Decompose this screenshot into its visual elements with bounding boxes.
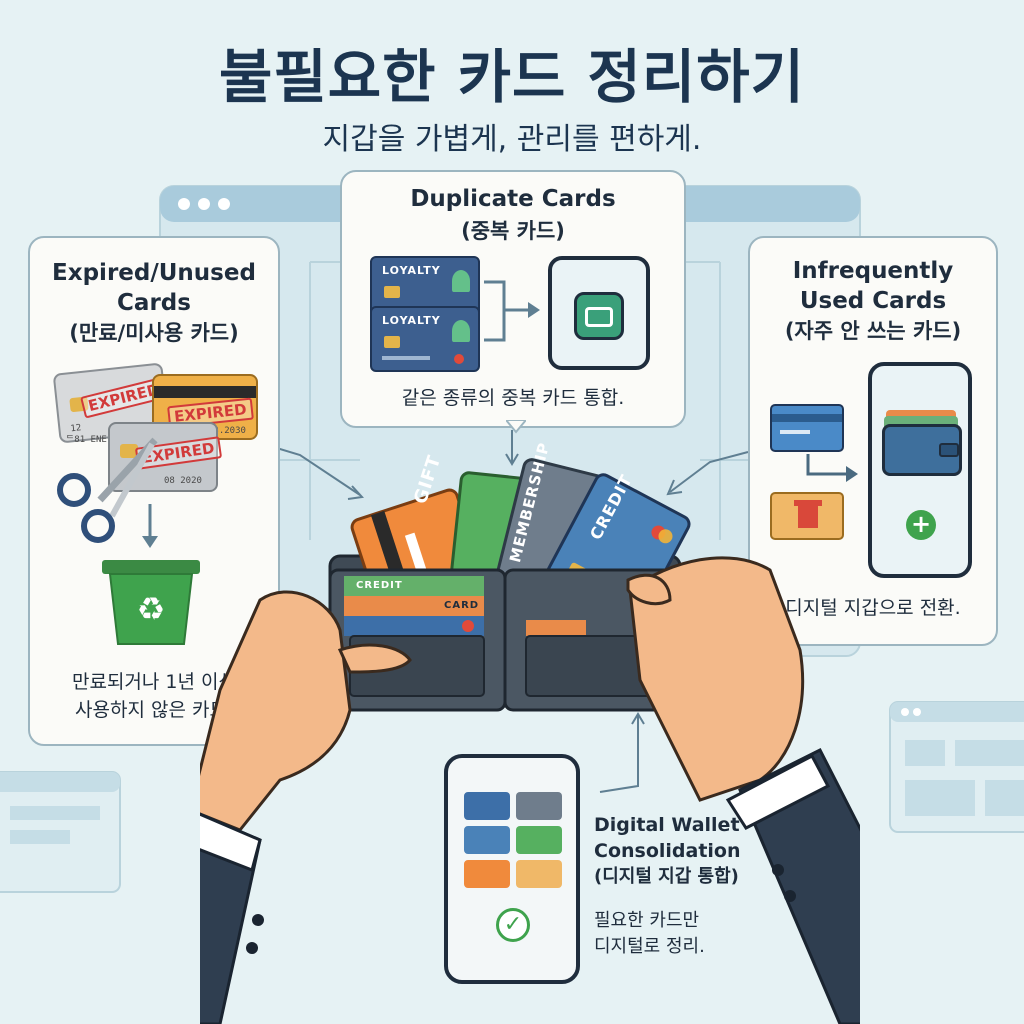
infrequent-title-en-1: Infrequently — [792, 258, 954, 284]
panel-pointer — [506, 420, 526, 434]
card-holder: ᄃ81 ENE — [66, 435, 107, 445]
expired-card-grey: EXPIRED 08 2020 — [108, 422, 222, 492]
expired-title-en-1: Expired/Unused — [52, 260, 256, 286]
digital-title-en-1: Digital Wallet — [594, 814, 740, 836]
duplicate-desc: 같은 종류의 중복 카드 통합. — [401, 387, 625, 409]
phone-wallet-icon: + — [868, 362, 972, 578]
mastercard-icon — [454, 354, 464, 364]
mini-card — [516, 826, 562, 854]
digital-desc-2: 디지털로 정리. — [594, 936, 705, 957]
scissors-icon — [57, 437, 158, 543]
infrequent-desc: 디지털 지갑으로 전환. — [785, 597, 961, 619]
recycle-bin-icon: ♻ — [102, 560, 200, 645]
leaf-icon — [452, 320, 470, 342]
digital-title-en-2: Consolidation — [594, 840, 741, 862]
chip-icon — [120, 444, 138, 458]
expired-desc-1: 만료되거나 1년 이상 — [71, 671, 236, 693]
mini-card — [516, 860, 562, 888]
mini-card — [516, 792, 562, 820]
digital-title-ko: (디지털 지갑 통합) — [594, 866, 739, 887]
loyalty-label: LOYALTY — [382, 314, 441, 327]
blue-card-icon — [770, 404, 844, 452]
expired-desc-2: 사용하지 않은 카드. — [75, 699, 233, 721]
page-title: 불필요한 카드 정리하기 — [219, 43, 805, 111]
card-number: 03.2030 — [208, 426, 246, 436]
phone-icon — [548, 256, 650, 370]
card-number: 08 2020 — [164, 476, 202, 486]
wallet-credit-label: CREDIT — [356, 580, 403, 591]
infrequent-title-en-2: Used Cards — [799, 288, 947, 314]
mini-card — [464, 792, 510, 820]
duplicate-title-en: Duplicate Cards — [410, 186, 616, 212]
duplicate-title-ko: (중복 카드) — [461, 219, 565, 243]
infrequent-title-ko: (자주 안 쓰는 카드) — [784, 319, 962, 343]
wallet-hands-illustration — [200, 458, 860, 1024]
magstripe — [154, 386, 256, 398]
chip-icon — [384, 336, 400, 348]
card-line — [382, 356, 430, 360]
check-icon: ✓ — [496, 908, 530, 942]
arrow-right-icon — [806, 454, 858, 482]
leaf-icon — [452, 270, 470, 292]
mini-card — [464, 860, 510, 888]
mini-card — [464, 826, 510, 854]
loyalty-label: LOYALTY — [382, 264, 441, 277]
svg-text:♻: ♻ — [137, 590, 166, 628]
wallet-icon — [882, 424, 962, 476]
scissors-bin-graphic: ♻ — [57, 437, 200, 645]
expired-title-ko: (만료/미사용 카드) — [69, 321, 239, 345]
wallet-app-icon — [574, 292, 624, 340]
gift-card-icon — [770, 492, 844, 540]
wallet-card-label: CARD — [444, 600, 480, 611]
expired-title-en-2: Cards — [117, 290, 191, 316]
arrow-down-icon — [142, 504, 158, 548]
add-icon: + — [906, 510, 936, 540]
merge-arrow-icon — [484, 280, 540, 342]
loyalty-card-2: LOYALTY — [370, 306, 480, 372]
digital-desc-1: 필요한 카드만 — [594, 910, 700, 931]
chip-icon — [384, 286, 400, 298]
page-subtitle: 지갑을 가볍게, 관리를 편하게. — [322, 122, 702, 157]
digital-wallet-phone: ✓ — [444, 754, 580, 984]
